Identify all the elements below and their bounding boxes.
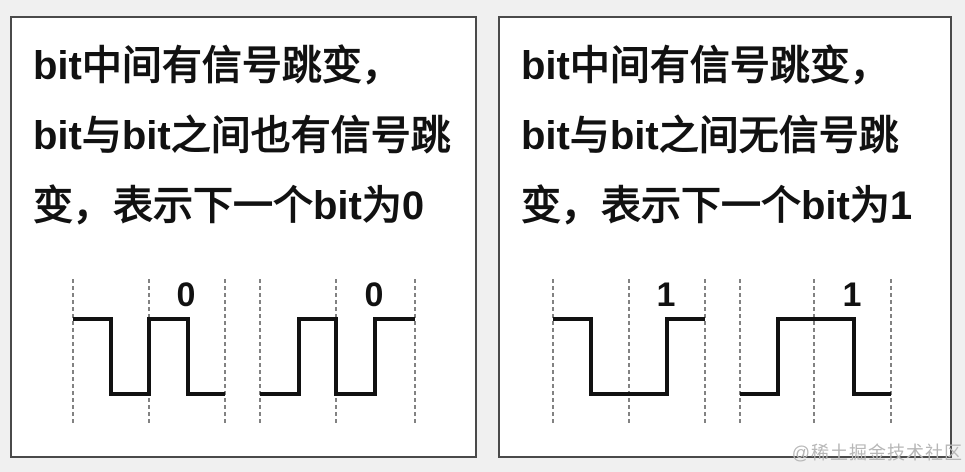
panel-bit-1: bit中间有信号跳变， bit与bit之间无信号跳 变，表示下一个bit为1 1… xyxy=(498,16,952,458)
bit-value-label: 1 xyxy=(843,276,862,314)
signal-waveform xyxy=(553,317,705,396)
panel-bit-0: bit中间有信号跳变， bit与bit之间也有信号跳 变，表示下一个bit为0 … xyxy=(10,16,477,458)
description-line-1: bit中间有信号跳变， xyxy=(521,44,890,88)
description-line-1: bit中间有信号跳变， xyxy=(33,44,402,88)
panel-bit-0-description: bit中间有信号跳变， bit与bit之间也有信号跳 变，表示下一个bit为0 xyxy=(33,31,475,241)
bit-value-label: 1 xyxy=(657,276,676,314)
signal-waveform xyxy=(73,317,225,396)
description-line-3: 变，表示下一个bit为1 xyxy=(521,184,913,228)
signal-waveform xyxy=(260,317,415,396)
bit-value-label: 0 xyxy=(365,276,384,314)
description-line-3: 变，表示下一个bit为0 xyxy=(33,184,425,228)
panel-bit-1-description: bit中间有信号跳变， bit与bit之间无信号跳 变，表示下一个bit为1 xyxy=(521,31,950,241)
bit-value-label: 0 xyxy=(177,276,196,314)
watermark: @稀土掘金技术社区 xyxy=(791,443,963,463)
description-line-2: bit与bit之间也有信号跳 xyxy=(33,114,451,158)
signal-waveform xyxy=(740,317,891,396)
description-line-2: bit与bit之间无信号跳 xyxy=(521,114,899,158)
